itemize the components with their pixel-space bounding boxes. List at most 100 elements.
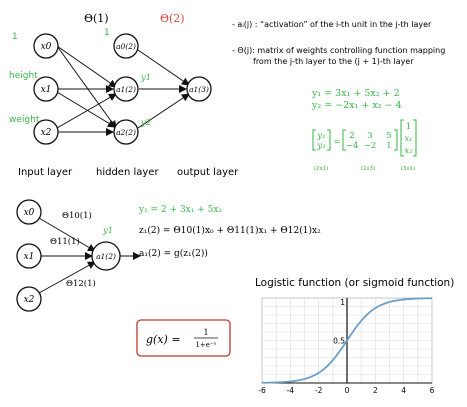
x-tick--2: -2 bbox=[315, 386, 323, 395]
node-x2 bbox=[33, 119, 59, 145]
dim-matrix: (2x3) bbox=[361, 166, 376, 172]
y-tick-0.5: 0.5 bbox=[333, 337, 345, 346]
label-a1: a1(2) bbox=[116, 85, 136, 94]
top-hidden-output-edges bbox=[137, 49, 190, 129]
bottom-label-x0: x0 bbox=[24, 208, 35, 218]
x-tick-0: 0 bbox=[345, 386, 350, 395]
bottom-node-x2 bbox=[16, 286, 42, 312]
edge-x2-a1 bbox=[56, 93, 117, 129]
sigmoid-lhs: g(x) = bbox=[146, 333, 181, 346]
bias-marker-hidden: 1 bbox=[104, 28, 110, 38]
sigmoid-numerator: 1 bbox=[203, 328, 208, 337]
eq-bottom-1: y₁ = 2 + 3x₁ + 5x₂ bbox=[138, 205, 222, 215]
bottom-weight-theta12: Θ12(1) bbox=[66, 278, 96, 289]
bottom-weight-theta10: Θ10(1) bbox=[62, 210, 92, 221]
matrix-brackets bbox=[312, 119, 417, 157]
hidden-output-label-y1: y1 bbox=[140, 73, 151, 83]
note-activation: - aᵢ(j) : “activation” of the i-th unit … bbox=[232, 20, 432, 29]
top-network: x0 x1 x2 a0(2) a1(2) a2(2) a1(3) Θ(1) Θ(… bbox=[9, 12, 239, 178]
chart-title: Logistic function (or sigmoid function) bbox=[255, 277, 454, 289]
label-a2: a2(2) bbox=[116, 128, 136, 137]
sigmoid-formula-box: g(x) = 1 1+e⁻ˣ bbox=[136, 319, 231, 357]
matrix-r2c1: −4 bbox=[346, 141, 359, 151]
top-input-hidden-edges bbox=[56, 45, 117, 136]
bias-marker-input: 1 bbox=[12, 32, 18, 42]
y-tick-labels: 10.5 bbox=[333, 298, 345, 346]
caption-hidden-layer: hidden layer bbox=[96, 167, 159, 178]
dim-lhs: (2x1) bbox=[314, 166, 329, 172]
edge-a0-out bbox=[137, 49, 190, 86]
edge-x0-a2 bbox=[56, 45, 117, 129]
sigmoid-series-line bbox=[261, 297, 433, 384]
x-tick--4: -4 bbox=[287, 386, 295, 395]
edge-bx0-a1 bbox=[38, 217, 96, 252]
sigmoid-denominator: 1+e⁻ˣ bbox=[195, 341, 216, 349]
edge-a2-out bbox=[137, 93, 190, 129]
node-x0 bbox=[33, 33, 59, 59]
x-tick-labels: -6 -4 -2 0 2 4 6 bbox=[258, 386, 434, 395]
caption-input-layer: Input layer bbox=[18, 167, 73, 178]
rhs-x1: x₁ bbox=[404, 134, 412, 144]
bracket-lhs-right bbox=[327, 129, 331, 151]
node-output bbox=[186, 76, 212, 102]
x-tick-2: 2 bbox=[373, 386, 378, 395]
equations-bottom: y₁ = 2 + 3x₁ + 5x₂ z₁(2) = Θ10(1)x₀ + Θ1… bbox=[138, 205, 321, 259]
lhs-y1: y₁ bbox=[316, 131, 325, 141]
label-a0: a0(2) bbox=[116, 42, 136, 51]
bottom-node-a1 bbox=[91, 241, 121, 271]
hidden-output-label-y2: y2 bbox=[140, 118, 151, 128]
edge-x1-a2 bbox=[56, 91, 116, 128]
input-label-weight: weight bbox=[9, 115, 40, 125]
bottom-label-x1: x1 bbox=[24, 252, 35, 262]
bracket-matrix-left bbox=[342, 129, 346, 151]
node-x1 bbox=[33, 76, 59, 102]
theta1-label: Θ(1) bbox=[84, 12, 109, 25]
label-x0: x0 bbox=[41, 42, 52, 52]
bracket-rhs-right bbox=[413, 119, 417, 157]
bottom-label-x2: x2 bbox=[24, 295, 35, 305]
matrix-r2c2: −2 bbox=[364, 141, 377, 151]
sigmoid-box-frame bbox=[136, 319, 231, 357]
eq-top-1: y₁ = 3x₁ + 5x₂ + 2 bbox=[311, 88, 400, 99]
lhs-y2: y₂ bbox=[316, 141, 326, 151]
eq-top-2: y₂ = −2x₁ + x₂ − 4 bbox=[311, 100, 402, 111]
x-tick--6: -6 bbox=[258, 386, 266, 395]
bottom-node-x0 bbox=[16, 199, 42, 225]
node-a0-hidden bbox=[113, 33, 139, 59]
note-theta-line2: from the j-th layer to the (j + 1)-th la… bbox=[253, 57, 414, 66]
matrix-equation: y₁ y₂ = 2 3 5 −4 −2 1 1 x₁ x₂ (2x1) (2x3… bbox=[312, 119, 417, 172]
rhs-x2: x₂ bbox=[404, 146, 413, 156]
x-tick-4: 4 bbox=[401, 386, 406, 395]
bottom-output-label-y1: y1 bbox=[102, 226, 113, 236]
matrix-r1c3: 5 bbox=[386, 131, 391, 141]
label-x1: x1 bbox=[41, 85, 52, 95]
bottom-network: x0 x1 x2 a1(2) Θ10(1) Θ11(1) Θ12(1) y1 bbox=[16, 199, 141, 312]
bottom-weight-theta11: Θ11(1) bbox=[50, 236, 80, 247]
note-theta-line1: - Θ(j): matrix of weights controlling fu… bbox=[232, 46, 445, 55]
x-tick-6: 6 bbox=[430, 386, 435, 395]
eq-bottom-3: a₁(2) = g(z₁(2)) bbox=[139, 248, 208, 259]
bracket-lhs-left bbox=[312, 129, 316, 151]
node-a2-hidden bbox=[113, 119, 139, 145]
bracket-matrix-right bbox=[394, 129, 398, 151]
bracket-rhs-left bbox=[400, 119, 404, 157]
label-output: a1(3) bbox=[189, 85, 209, 94]
y-tick-1: 1 bbox=[340, 298, 345, 307]
matrix-r1c1: 2 bbox=[349, 131, 354, 141]
bottom-node-x1 bbox=[16, 243, 42, 269]
matrix-r2c3: 1 bbox=[386, 141, 391, 151]
edge-bx2-a1 bbox=[38, 261, 96, 294]
label-x2: x2 bbox=[41, 128, 52, 138]
eq-bottom-2: z₁(2) = Θ10(1)x₀ + Θ11(1)x₁ + Θ12(1)x₂ bbox=[139, 225, 321, 236]
caption-output-layer: output layer bbox=[177, 167, 239, 178]
input-label-height: height bbox=[9, 71, 38, 81]
matrix-equals: = bbox=[333, 137, 340, 147]
edge-x0-a1 bbox=[56, 45, 117, 88]
rhs-1: 1 bbox=[406, 122, 411, 132]
theta2-label: Θ(2) bbox=[160, 12, 185, 25]
node-a1-hidden bbox=[113, 76, 139, 102]
notes-block: - aᵢ(j) : “activation” of the i-th unit … bbox=[232, 20, 445, 66]
dim-rhs: (3x1) bbox=[401, 166, 416, 172]
